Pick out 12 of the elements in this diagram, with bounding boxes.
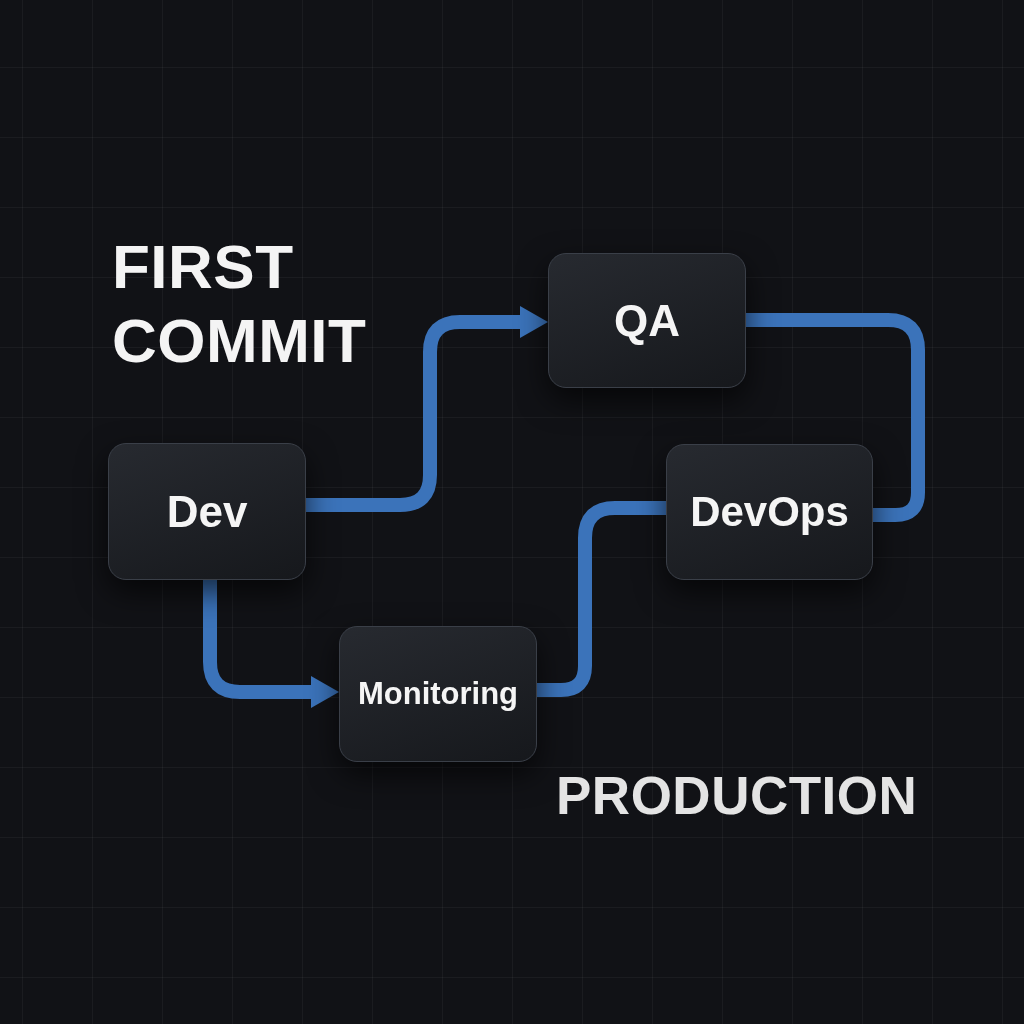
process-box <box>339 626 537 762</box>
heading-label: FIRST COMMIT <box>112 231 368 377</box>
arrow <box>306 306 548 512</box>
arrow <box>203 580 339 708</box>
node-label: Dev <box>166 486 248 538</box>
process-box <box>548 253 746 388</box>
heading-label: PRODUCTION <box>556 765 919 827</box>
process-box <box>666 444 873 580</box>
node-label: Monitoring <box>357 674 519 713</box>
node-label: QA <box>614 295 680 347</box>
node-label: DevOps <box>690 486 849 537</box>
process-box <box>108 443 306 580</box>
